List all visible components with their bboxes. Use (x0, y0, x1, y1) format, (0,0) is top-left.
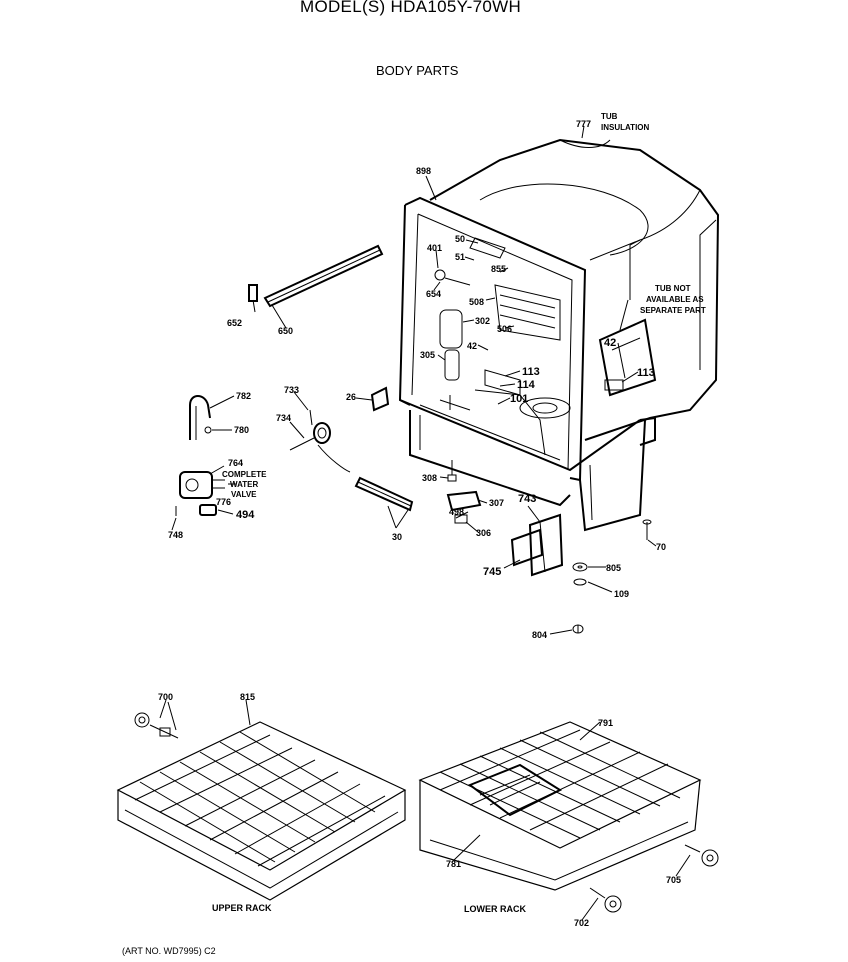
callout-302: 302 (475, 316, 490, 326)
callout-tub-not-1: TUB NOT (655, 284, 691, 293)
callout-306: 306 (476, 528, 491, 538)
callout-complete-water-valve-2: WATER (230, 480, 259, 489)
left-side-parts (175, 244, 652, 634)
callout-101: 101 (510, 393, 528, 405)
callout-898: 898 (416, 166, 431, 176)
callout-labels: 777 TUB INSULATION 898 50 51 401 855 654… (158, 112, 706, 928)
caption-lower-rack: LOWER RACK (464, 904, 526, 914)
callout-42a: 42 (467, 341, 477, 351)
callout-tub-not-3: SEPARATE PART (640, 306, 706, 315)
callout-305: 305 (420, 350, 435, 360)
callout-70: 70 (656, 542, 666, 552)
callout-26: 26 (346, 392, 356, 402)
model-title: MODEL(S) HDA105Y-70WH (300, 0, 522, 16)
callout-50: 50 (455, 234, 465, 244)
callout-776: 776 (216, 497, 231, 507)
callout-764: 764 (228, 458, 243, 468)
callout-401: 401 (427, 243, 442, 253)
leader-lines (159, 125, 691, 921)
callout-51: 51 (455, 252, 465, 262)
tub-assembly (398, 138, 720, 577)
callout-791: 791 (598, 718, 613, 728)
callout-42b: 42 (604, 337, 616, 349)
callout-650: 650 (278, 326, 293, 336)
callout-745: 745 (483, 566, 501, 578)
callout-494: 494 (236, 509, 255, 521)
callout-815: 815 (240, 692, 255, 702)
section-title: BODY PARTS (376, 63, 459, 78)
callout-113b: 113 (637, 367, 655, 379)
art-number: (ART NO. WD7995) C2 (122, 946, 216, 956)
callout-702: 702 (574, 918, 589, 928)
callout-855: 855 (491, 264, 506, 274)
callout-308: 308 (422, 473, 437, 483)
callout-782: 782 (236, 391, 251, 401)
upper-rack-drawing (116, 712, 407, 901)
lower-rack-drawing (418, 721, 719, 913)
callout-complete-water-valve-1: COMPLETE (222, 470, 267, 479)
callout-780: 780 (234, 425, 249, 435)
callout-705: 705 (666, 875, 681, 885)
callout-748: 748 (168, 530, 183, 540)
callout-734: 734 (276, 413, 291, 423)
callout-30: 30 (392, 532, 402, 542)
callout-781: 781 (446, 859, 461, 869)
callout-652: 652 (227, 318, 242, 328)
callout-114: 114 (517, 379, 536, 391)
callout-777: 777 (576, 119, 591, 129)
callout-113a: 113 (522, 366, 540, 378)
callout-743: 743 (518, 493, 536, 505)
callout-tub-not-2: AVAILABLE AS (646, 295, 704, 304)
callout-508: 508 (469, 297, 484, 307)
callout-700: 700 (158, 692, 173, 702)
callout-complete-water-valve-3: VALVE (231, 490, 257, 499)
callout-307: 307 (489, 498, 504, 508)
callout-804: 804 (532, 630, 547, 640)
callout-498: 498 (449, 507, 464, 517)
callout-506: 506 (497, 324, 512, 334)
callout-654: 654 (426, 289, 441, 299)
caption-upper-rack: UPPER RACK (212, 903, 272, 913)
callout-109: 109 (614, 589, 629, 599)
callout-tub-insulation-2: INSULATION (601, 123, 650, 132)
callout-805: 805 (606, 563, 621, 573)
callout-tub-insulation-1: TUB (601, 112, 618, 121)
callout-733: 733 (284, 385, 299, 395)
